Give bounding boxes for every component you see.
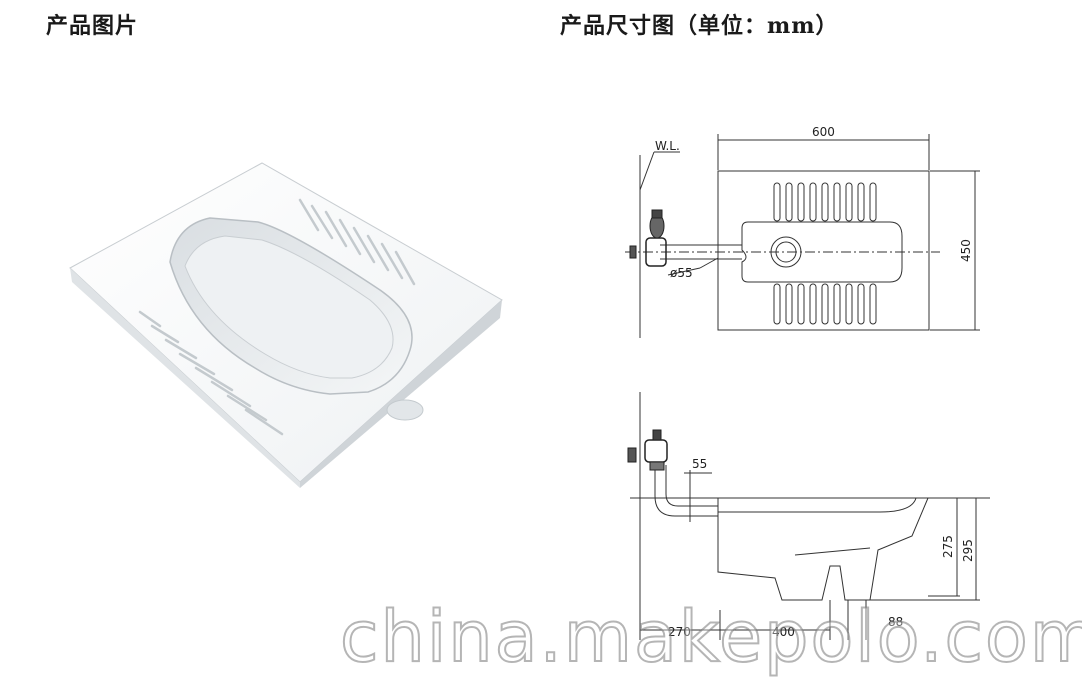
- inlet-pipe-side: [654, 465, 718, 517]
- rib-grooves-top: [773, 182, 877, 222]
- watermark: china.makepolo.com: [339, 595, 1082, 678]
- bowl-outline-top: [741, 221, 903, 283]
- dim-outlet-size-label: 88: [888, 615, 903, 629]
- pan-side-front: [70, 268, 300, 488]
- flush-valve-side: [627, 429, 668, 471]
- pan-outline-top: [717, 170, 930, 331]
- dim-total-height-label: 295: [961, 539, 975, 562]
- rib-grooves-bottom: [773, 283, 877, 325]
- inlet-diameter-label: ø55: [670, 266, 693, 280]
- dim-depth-label: 450: [959, 239, 973, 262]
- pan-outlet: [386, 399, 424, 421]
- dim-width-label: 600: [812, 125, 835, 139]
- pan-profile-side: [717, 497, 929, 601]
- dim-offset-label: 270: [668, 625, 691, 639]
- flush-valve-top: [629, 209, 667, 267]
- dim-outlet-span-label: 400: [772, 625, 795, 639]
- water-level-label: W.L.: [655, 139, 680, 153]
- dim-inlet-height-label: 55: [692, 457, 707, 471]
- dim-rim-height-label: 275: [941, 535, 955, 558]
- dimension-drawing-heading: 产品尺寸图（单位：mm）: [560, 13, 839, 39]
- product-image-heading: 产品图片: [46, 13, 139, 39]
- foot-ribs-right: [298, 198, 416, 286]
- pan-side-right: [300, 300, 502, 488]
- foot-ribs-left: [138, 310, 284, 436]
